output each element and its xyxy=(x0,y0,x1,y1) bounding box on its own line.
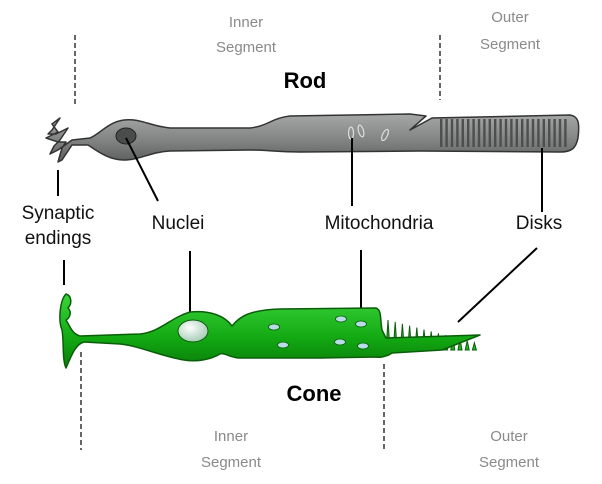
cone-inner-label-2: Segment xyxy=(201,454,262,471)
rod-mitochondrion xyxy=(357,124,365,138)
leader-disks-cone xyxy=(457,247,538,323)
rod-disk xyxy=(467,119,470,147)
rod-disk xyxy=(531,119,535,147)
leader-nuclei-rod xyxy=(125,137,159,202)
label-mitochondria: Mitochondria xyxy=(325,213,434,234)
rod-outer-label-1: Outer xyxy=(491,9,529,26)
cone-nucleus xyxy=(177,319,209,343)
rod-disk xyxy=(558,119,562,147)
rod-disk xyxy=(526,119,529,147)
cone-disk xyxy=(471,340,478,351)
rod-disk xyxy=(553,119,556,147)
cone-mitochondrion xyxy=(335,315,347,323)
label-synaptic-2: endings xyxy=(25,228,92,249)
label-synaptic-1: Synaptic xyxy=(22,203,95,224)
rod-disk xyxy=(477,119,481,147)
rod-mitochondrion xyxy=(380,128,390,142)
rod-inner-label-1: Inner xyxy=(229,14,263,31)
rod-disk xyxy=(461,119,464,147)
cone-mitochondrion xyxy=(268,323,280,331)
rod-disk xyxy=(440,119,443,147)
rod-disk xyxy=(521,119,524,147)
label-disks: Disks xyxy=(516,213,562,234)
cone-disk xyxy=(464,340,470,351)
rod-disks xyxy=(440,119,567,147)
rod-nucleus xyxy=(115,127,137,145)
rod-disk xyxy=(450,119,454,147)
rod-disk xyxy=(472,119,475,147)
cone-cell xyxy=(59,293,481,369)
cone-mitochondrion xyxy=(334,338,346,346)
rod-disk xyxy=(564,119,567,147)
rod-disk xyxy=(515,119,518,147)
cone-outer-label-2: Segment xyxy=(479,454,540,471)
rod-disk xyxy=(494,119,497,147)
rod-inner-label-2: Segment xyxy=(216,39,277,56)
cone-mitochondrion xyxy=(277,341,289,349)
rod-disk xyxy=(504,119,508,147)
rod-disk xyxy=(537,119,540,147)
rod-disk xyxy=(483,119,486,147)
cone-title: Cone xyxy=(287,381,342,406)
rod-disk xyxy=(499,119,502,147)
cone-mitochondrion xyxy=(357,342,369,350)
cone-disk xyxy=(457,338,463,351)
cone-inner-label-1: Inner xyxy=(214,428,248,445)
rod-disk xyxy=(542,119,545,147)
rod-disk xyxy=(548,119,551,147)
rod-outer-label-2: Segment xyxy=(480,36,541,53)
rod-disk xyxy=(510,119,513,147)
rod-disk xyxy=(445,119,448,147)
rod-cell xyxy=(45,113,580,163)
label-nuclei: Nuclei xyxy=(152,213,205,234)
cone-mitochondrion xyxy=(355,320,367,328)
rod-disk xyxy=(456,119,459,147)
rod-title: Rod xyxy=(284,68,327,93)
cone-outer-label-1: Outer xyxy=(490,428,528,445)
rod-disk xyxy=(488,119,491,147)
